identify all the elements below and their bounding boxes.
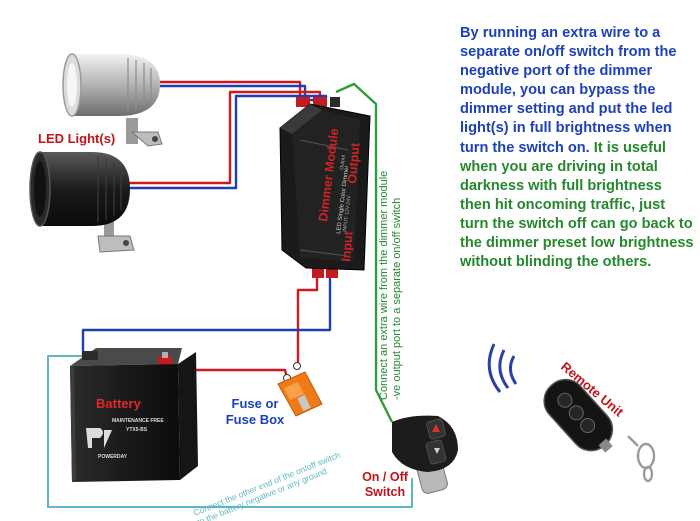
led-lamp-silver: [62, 53, 163, 147]
battery-brand: POWERDAY: [98, 454, 128, 460]
wire-input-red: [296, 276, 319, 365]
dimmer-module-voltage: INPUT: 12V-24V: [342, 195, 352, 233]
fuse-label: Fuse or Fuse Box: [225, 396, 285, 427]
dimmer-module-output-small: Output: [339, 154, 347, 170]
remote-unit: Remote Unit: [487, 343, 656, 483]
switch-label: On / Off Switch: [362, 470, 408, 499]
keyring-icon: [627, 435, 656, 483]
led-lights-label: LED Light(s): [38, 131, 116, 146]
wire-lamp2-blue: [128, 94, 328, 190]
wire-input-blue: [81, 276, 332, 356]
on-off-switch: [392, 415, 458, 494]
battery-label: Battery: [96, 396, 142, 411]
description-part-2: It is useful when you are driving in tot…: [460, 139, 694, 271]
description-paragraph: By running an extra wire to a separate o…: [460, 24, 696, 272]
battery-sub: MAINTENANCE FREE: [112, 418, 164, 424]
dimmer-output-label: Output: [345, 141, 363, 184]
annotation-extra-wire: Connect an extra wire from the dimmer mo…: [378, 168, 403, 400]
battery-model: YTX5-BS: [126, 427, 148, 433]
battery: Battery MAINTENANCE FREE YTX5-BS POWERDA…: [70, 348, 198, 482]
annotation-ground-line2: to the battery negative or any ground: [196, 466, 329, 521]
fuse: [277, 362, 323, 417]
annotation-ground: Connect the other end of the on/off swit…: [192, 449, 347, 521]
wires: [47, 80, 413, 508]
battery-logo: [86, 428, 112, 448]
dimmer-module: Dimmer Module LED Single Color Dimmer IN…: [279, 97, 371, 278]
description-part-1: By running an extra wire to a separate o…: [460, 25, 677, 156]
wire-extra-green: [335, 82, 394, 423]
annotation-extra-wire-line2: -ve output port to a separate on/off swi…: [391, 198, 403, 400]
annotation-extra-wire-line1: Connect an extra wire from the dimmer mo…: [378, 171, 390, 400]
signal-waves-icon: [487, 343, 518, 393]
wire-lamp2-red: [128, 90, 322, 185]
led-lamp-black: [29, 151, 135, 253]
wire-ground: [47, 355, 413, 508]
dimmer-input-label: Input: [339, 230, 356, 262]
